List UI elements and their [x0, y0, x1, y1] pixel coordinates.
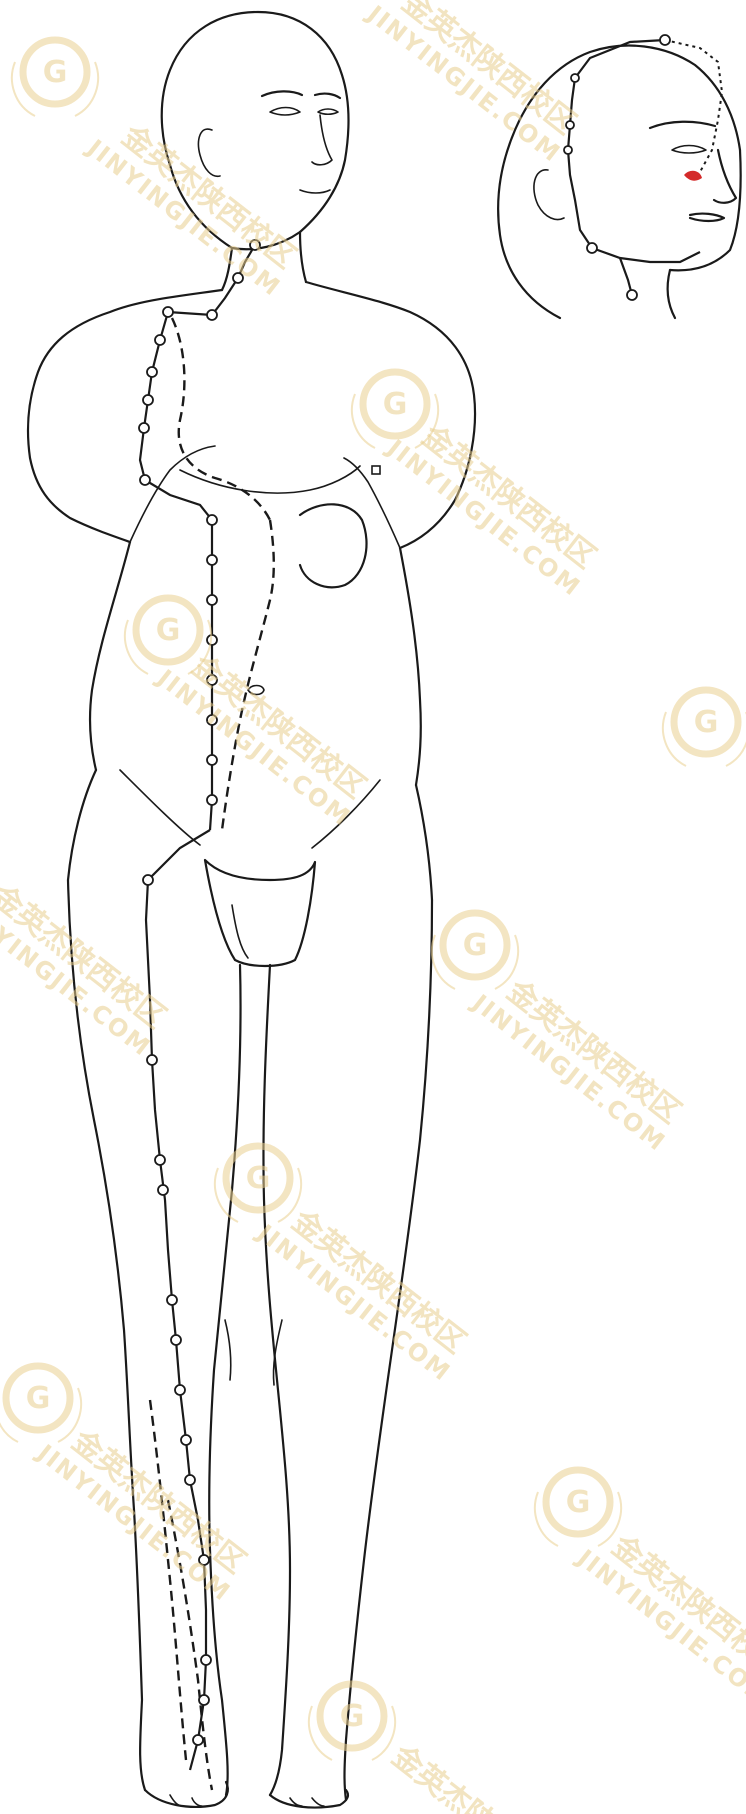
leg-dashed-branch-1 [150, 1400, 186, 1760]
watermark-text-group: 金英杰陕西校区 JINYINGJIE.COM [380, 405, 607, 602]
knee-right [273, 1320, 282, 1385]
acupoint [207, 555, 217, 565]
acupoint [207, 795, 217, 805]
acupoint [587, 243, 597, 253]
right-leg-inner [263, 965, 290, 1795]
watermark-text-group: 金英杰陕西校区 JINYINGJIE.COM [570, 1515, 746, 1712]
hip-left [68, 770, 96, 880]
svg-text:G: G [383, 387, 408, 422]
acupoint [158, 1185, 168, 1195]
stomach-organ [300, 504, 367, 587]
inset-eye [672, 146, 706, 154]
inset-jaw [670, 150, 741, 270]
acupoint [185, 1475, 195, 1485]
acupoint [155, 335, 165, 345]
svg-text:G: G [694, 705, 719, 740]
pectoral-line [180, 466, 360, 493]
acupoint [147, 1055, 157, 1065]
inset-meridian-line [568, 40, 665, 248]
watermark-logo: G [432, 913, 518, 989]
neck-right [300, 232, 306, 282]
inset-eyebrow [650, 122, 715, 128]
acupoint [147, 367, 157, 377]
watermark-text-group: 金英杰陕西校区 JINYINGJIE.COM [360, 0, 587, 168]
waist-right [400, 548, 421, 785]
acupoint [171, 1335, 181, 1345]
acupoint [207, 515, 217, 525]
watermark-text-group: 金英杰陕西校区 JINYINGJIE.COM [250, 1190, 477, 1387]
inset-neck [668, 270, 675, 318]
svg-text:G: G [463, 928, 488, 963]
watermark-text-group: 金英杰陕西校区 JINYINGJIE.COM [80, 105, 307, 302]
left-foot [145, 1782, 228, 1807]
left-arm-fold [130, 446, 215, 542]
genital-detail [232, 905, 248, 958]
watermark-logo: G [309, 1684, 395, 1760]
acupoint [181, 1435, 191, 1445]
right-foot [270, 1790, 348, 1808]
acupoint [139, 423, 149, 433]
acupoint [201, 1655, 211, 1665]
groin-left [120, 770, 200, 845]
eye-left [270, 108, 300, 116]
acupoint [155, 1155, 165, 1165]
watermark-text-group: 金英杰陕西校区 JINYINGJIE.COM [30, 1410, 257, 1607]
acupoint [163, 307, 173, 317]
acupoint [627, 290, 637, 300]
acupoint [175, 1385, 185, 1395]
eyebrow-left [262, 91, 302, 96]
svg-text:G: G [566, 1485, 591, 1520]
acupoint [207, 755, 217, 765]
watermark-text-group: 金英杰陕西校区 JINYINGJIE.COM [150, 635, 377, 832]
watermark-text-group: 金英杰陕西校区 JINYINGJIE.COM [0, 865, 178, 1062]
inset-ear [534, 170, 564, 220]
acupoint [140, 475, 150, 485]
acupoint [199, 1695, 209, 1705]
watermark-logo: G [663, 690, 746, 766]
waist-left [90, 542, 130, 770]
svg-text:G: G [26, 1381, 51, 1416]
watermark-text-group: 金英杰陕西校区 JINYINGJIE.COM [465, 960, 692, 1157]
eyebrow-right [315, 94, 340, 98]
inset-meridian-jaw [592, 248, 700, 262]
inset-mouth [690, 214, 724, 221]
inset-nose [714, 150, 736, 203]
nose [312, 115, 332, 165]
svg-text:金英杰陕西校区: 金英杰陕西校区 [384, 1738, 572, 1814]
genital-region [205, 860, 315, 966]
acupoint [193, 1735, 203, 1745]
svg-text:G: G [340, 1699, 365, 1734]
mouth [300, 190, 330, 193]
knee-left [225, 1320, 231, 1380]
watermark-logo: G [12, 40, 98, 116]
watermark-glyph-g: G [43, 55, 68, 90]
internal-dashed-pathway-upper [172, 318, 270, 520]
acupoint [143, 875, 153, 885]
acupoint [207, 595, 217, 605]
acupoint [143, 395, 153, 405]
hip-right [416, 785, 432, 900]
watermark-text-group: 金英杰陕西校区 [384, 1738, 572, 1814]
acupoint [660, 35, 670, 45]
torso-left-contour [28, 290, 222, 542]
nipple-marker [372, 466, 380, 474]
svg-text:G: G [246, 1161, 271, 1196]
svg-text:G: G [156, 613, 181, 648]
left-leg-inner [209, 965, 240, 1795]
watermark-logo: G [215, 1146, 301, 1222]
inset-red-point [684, 171, 702, 181]
watermark-logo: G [0, 1366, 81, 1442]
chest-to-abdomen-line [145, 480, 212, 520]
acupoint [167, 1295, 177, 1305]
acupoint [207, 310, 217, 320]
acupoint [571, 74, 579, 82]
watermark-logo: G [535, 1470, 621, 1546]
eye-right [318, 109, 338, 114]
thigh-meridian-line [146, 830, 210, 1480]
